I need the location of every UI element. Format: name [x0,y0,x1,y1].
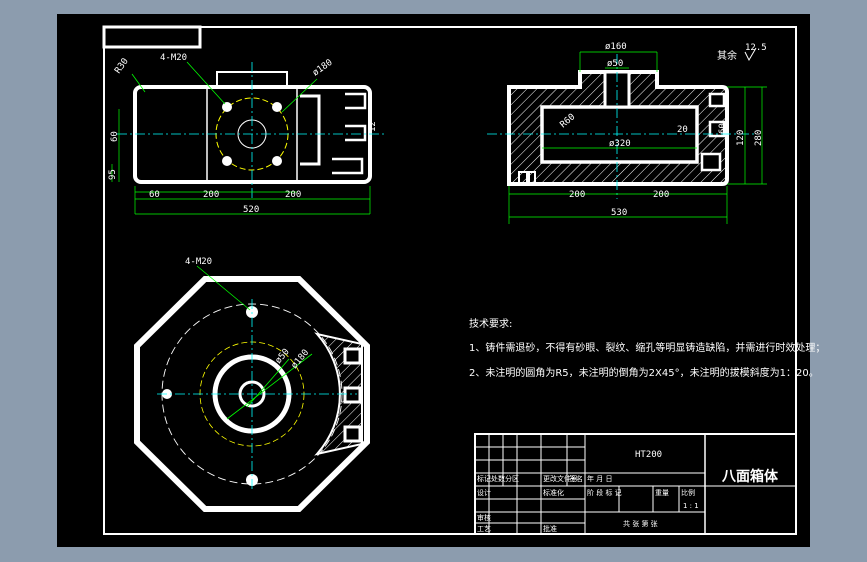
side-dim-200a: 200 [569,190,585,200]
tb-part-name: 八面箱体 [721,468,779,485]
front-right-lugs [332,92,367,175]
front-dim-200b: 200 [285,190,301,200]
side-cavity [540,105,699,164]
top-view [134,265,370,512]
tb-mark: 标记 [477,474,491,483]
outer-border [103,26,797,535]
drawing-viewport[interactable]: 4-M20 R30 ø180 60 200 200 520 60 95 12 [57,14,825,547]
front-dim-520: 520 [243,205,259,215]
side-top-bore [603,70,631,109]
tb-zone: 分区 [505,474,519,483]
tb-review: 审核 [477,513,491,522]
side-dim-60: 60 [718,123,728,134]
top-ports [343,347,362,443]
side-view [487,51,767,224]
front-hole-label: 4-M20 [160,53,187,63]
tb-material: HT200 [635,450,662,460]
front-body [133,85,372,184]
side-dim-120: 120 [736,130,746,146]
side-dia50: ø50 [607,59,623,69]
top-bolt-holes [162,306,258,486]
tb-change-doc: 更改文件号 [543,474,578,483]
front-dim-60: 60 [149,190,160,200]
tb-sheets: 共 张 第 张 [623,519,658,528]
front-inner-slot [300,94,321,166]
front-dim-200a: 200 [203,190,219,200]
corner-tab [102,25,202,49]
side-dim-280: 280 [754,130,764,146]
side-dim-200b: 200 [653,190,669,200]
notes-title: 技术要求: [469,317,512,330]
tb-scale-value: 1 : 1 [683,502,699,510]
top-dia180: ø180 [290,348,312,371]
tb-design: 设计 [477,488,491,497]
top-hole-label: 4-M20 [185,257,212,267]
front-dim-v95: 95 [108,169,118,180]
notes-line-1: 1、铸件需退砂，不得有砂眼、裂纹、缩孔等明显铸造缺陷，并需进行时效处理； [469,341,825,354]
cad-drawing: 4-M20 R30 ø180 60 200 200 520 60 95 12 [102,25,825,535]
octagon-outline [134,276,370,512]
tb-date: 年 月 日 [587,474,612,483]
side-dim-20: 20 [677,125,688,135]
tb-scale: 比例 [681,488,695,497]
side-right-ports [700,92,726,172]
tb-stage: 阶 段 标 记 [587,488,622,497]
notes-line-2: 2、未注明的圆角为R5，未注明的倒角为2X45°，未注明的拔模斜度为1：20。 [469,366,819,379]
title-block [474,433,797,535]
side-section-hatch [509,72,727,184]
roughness-symbol [744,47,757,62]
front-dim-12: 12 [368,121,378,132]
side-dia320: ø320 [609,139,631,149]
tb-sign: 签名 [569,474,583,483]
tb-standardize: 标准化 [543,488,564,497]
tb-count: 处数 [491,474,505,483]
side-dia160: ø160 [605,42,627,52]
front-view [111,61,387,215]
tb-weight: 重量 [655,489,669,497]
tb-approve: 批准 [543,524,557,533]
side-outline [507,70,729,186]
front-dia-label: ø180 [311,58,335,79]
tb-process: 工艺 [477,525,491,533]
side-dim-530: 530 [611,208,627,218]
front-dim-v60: 60 [110,131,120,142]
front-bolt-holes [222,102,282,166]
top-bore-inner [238,380,266,408]
roughness-note: 其余 [717,49,737,62]
front-radius-label: R30 [113,57,131,76]
